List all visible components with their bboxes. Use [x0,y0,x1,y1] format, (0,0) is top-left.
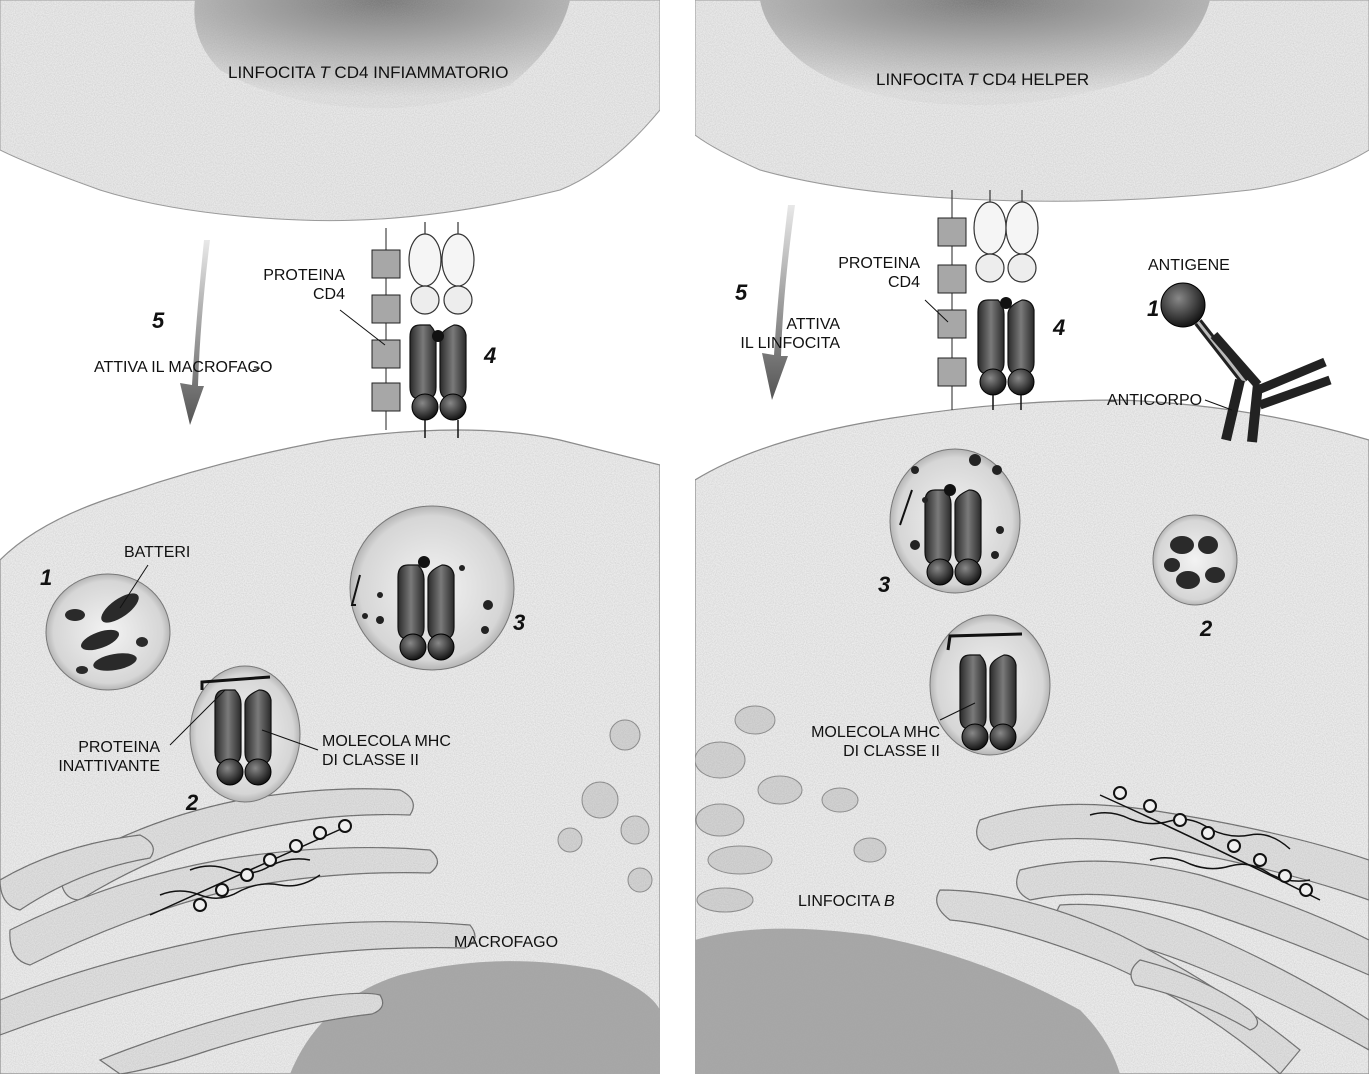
right-step2-number: 2 [1200,616,1212,642]
left-presented-peptide [432,330,444,342]
right-step4-number: 4 [1053,315,1065,341]
right-presented-peptide [1000,297,1012,309]
right-cd4-protein [938,190,966,410]
right-antigen-label: ANTIGENE [1148,256,1230,275]
left-step3-number: 3 [513,610,525,636]
left-panel [0,0,660,1074]
right-panel [695,0,1369,1074]
right-step3-number: 3 [878,572,890,598]
left-vesicle-3 [350,506,514,670]
left-vesicle-2 [190,666,300,802]
right-b-cell-label: LINFOCITA B [798,892,895,911]
left-tcr-receptor [409,222,474,314]
right-arrow [762,205,795,400]
right-vesicle-mhc [930,615,1050,755]
left-step1-number: 1 [40,565,52,591]
left-bacteria-label: BATTERI [124,543,190,562]
right-vesicle-2 [1153,515,1237,605]
left-macrophage-label: MACROFAGO [454,933,558,952]
right-step5-number: 5 [735,280,747,306]
right-step1-number: 1 [1147,296,1159,322]
left-step5-text: ATTIVA IL MACROFAGO [94,358,272,377]
right-tcr-receptor [974,190,1038,282]
left-arrow [180,240,210,425]
right-membrane-mhc [978,300,1034,395]
right-vesicle-3 [890,449,1020,593]
left-vesicle-bacteria [46,574,170,690]
right-antibody-label: ANTICORPO [1107,391,1202,410]
left-step5-number: 5 [152,308,164,334]
right-top-cell-title: LINFOCITA T CD4 HELPER [876,70,1089,90]
left-step4-number: 4 [484,343,496,369]
left-cd4-protein [372,228,400,430]
left-step2-number: 2 [186,790,198,816]
left-top-cell-title: LINFOCITA T CD4 INFIAMMATORIO [228,63,509,83]
